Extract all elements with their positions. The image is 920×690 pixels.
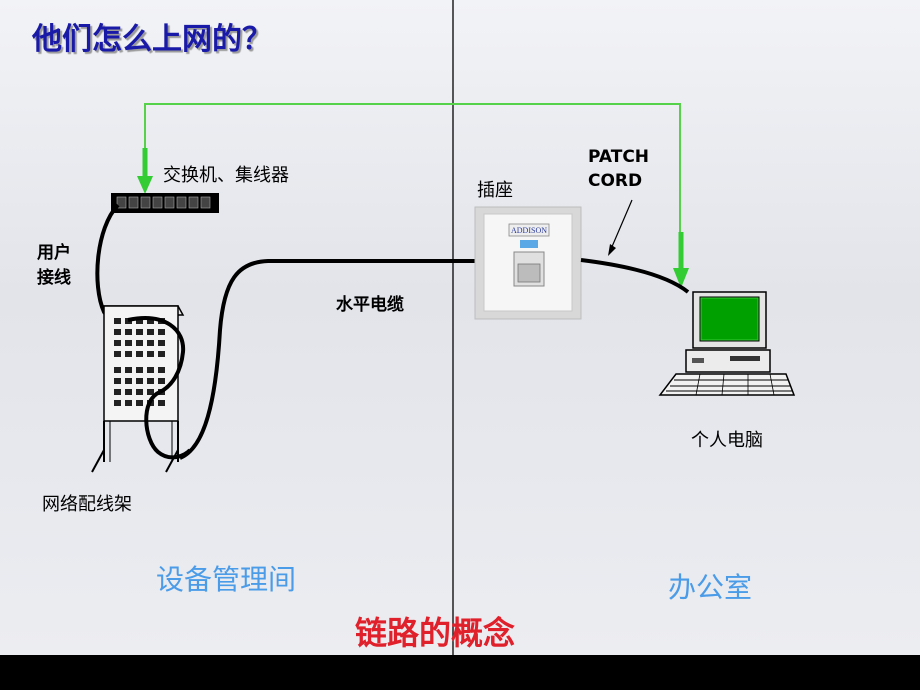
signal-arrow-up-icon: [673, 232, 689, 288]
patch-panel-label: 网络配线架: [42, 494, 132, 515]
signal-path-line: [144, 103, 681, 238]
slide-title: 他们怎么上网的？: [32, 22, 272, 57]
bottom-bar: [0, 655, 920, 690]
wall-socket-icon: [474, 206, 582, 320]
horizontal-cable: [179, 259, 478, 460]
patch-cord-cable: [580, 258, 690, 294]
patch-cord-pointer: [610, 199, 633, 250]
bottom-title: 链路的概念: [355, 614, 516, 652]
user-wiring-label-line2: 接线: [37, 268, 71, 288]
socket-label: 插座: [477, 180, 513, 201]
user-wiring-cable: [95, 203, 129, 323]
horizontal-cable-label: 水平电缆: [336, 295, 404, 315]
switch-hub-label: 交换机、集线器: [163, 165, 289, 186]
user-wiring-label-line1: 用户: [37, 243, 71, 263]
patch-cord-label-line2: CORD: [588, 171, 643, 191]
patch-cord-label-line1: PATCH: [588, 147, 650, 167]
equipment-room-label: 设备管理间: [156, 563, 297, 596]
outlet-brand-label: ADDISON: [511, 226, 547, 235]
signal-arrow-down-icon: [137, 148, 153, 194]
office-label: 办公室: [668, 571, 753, 604]
patch-panel-rack-icon: [91, 305, 185, 473]
rack-patch-loop-upper: [127, 316, 186, 394]
personal-computer-icon: [658, 291, 796, 396]
switch-hub-icon: [111, 193, 219, 213]
pc-label: 个人电脑: [691, 430, 763, 451]
